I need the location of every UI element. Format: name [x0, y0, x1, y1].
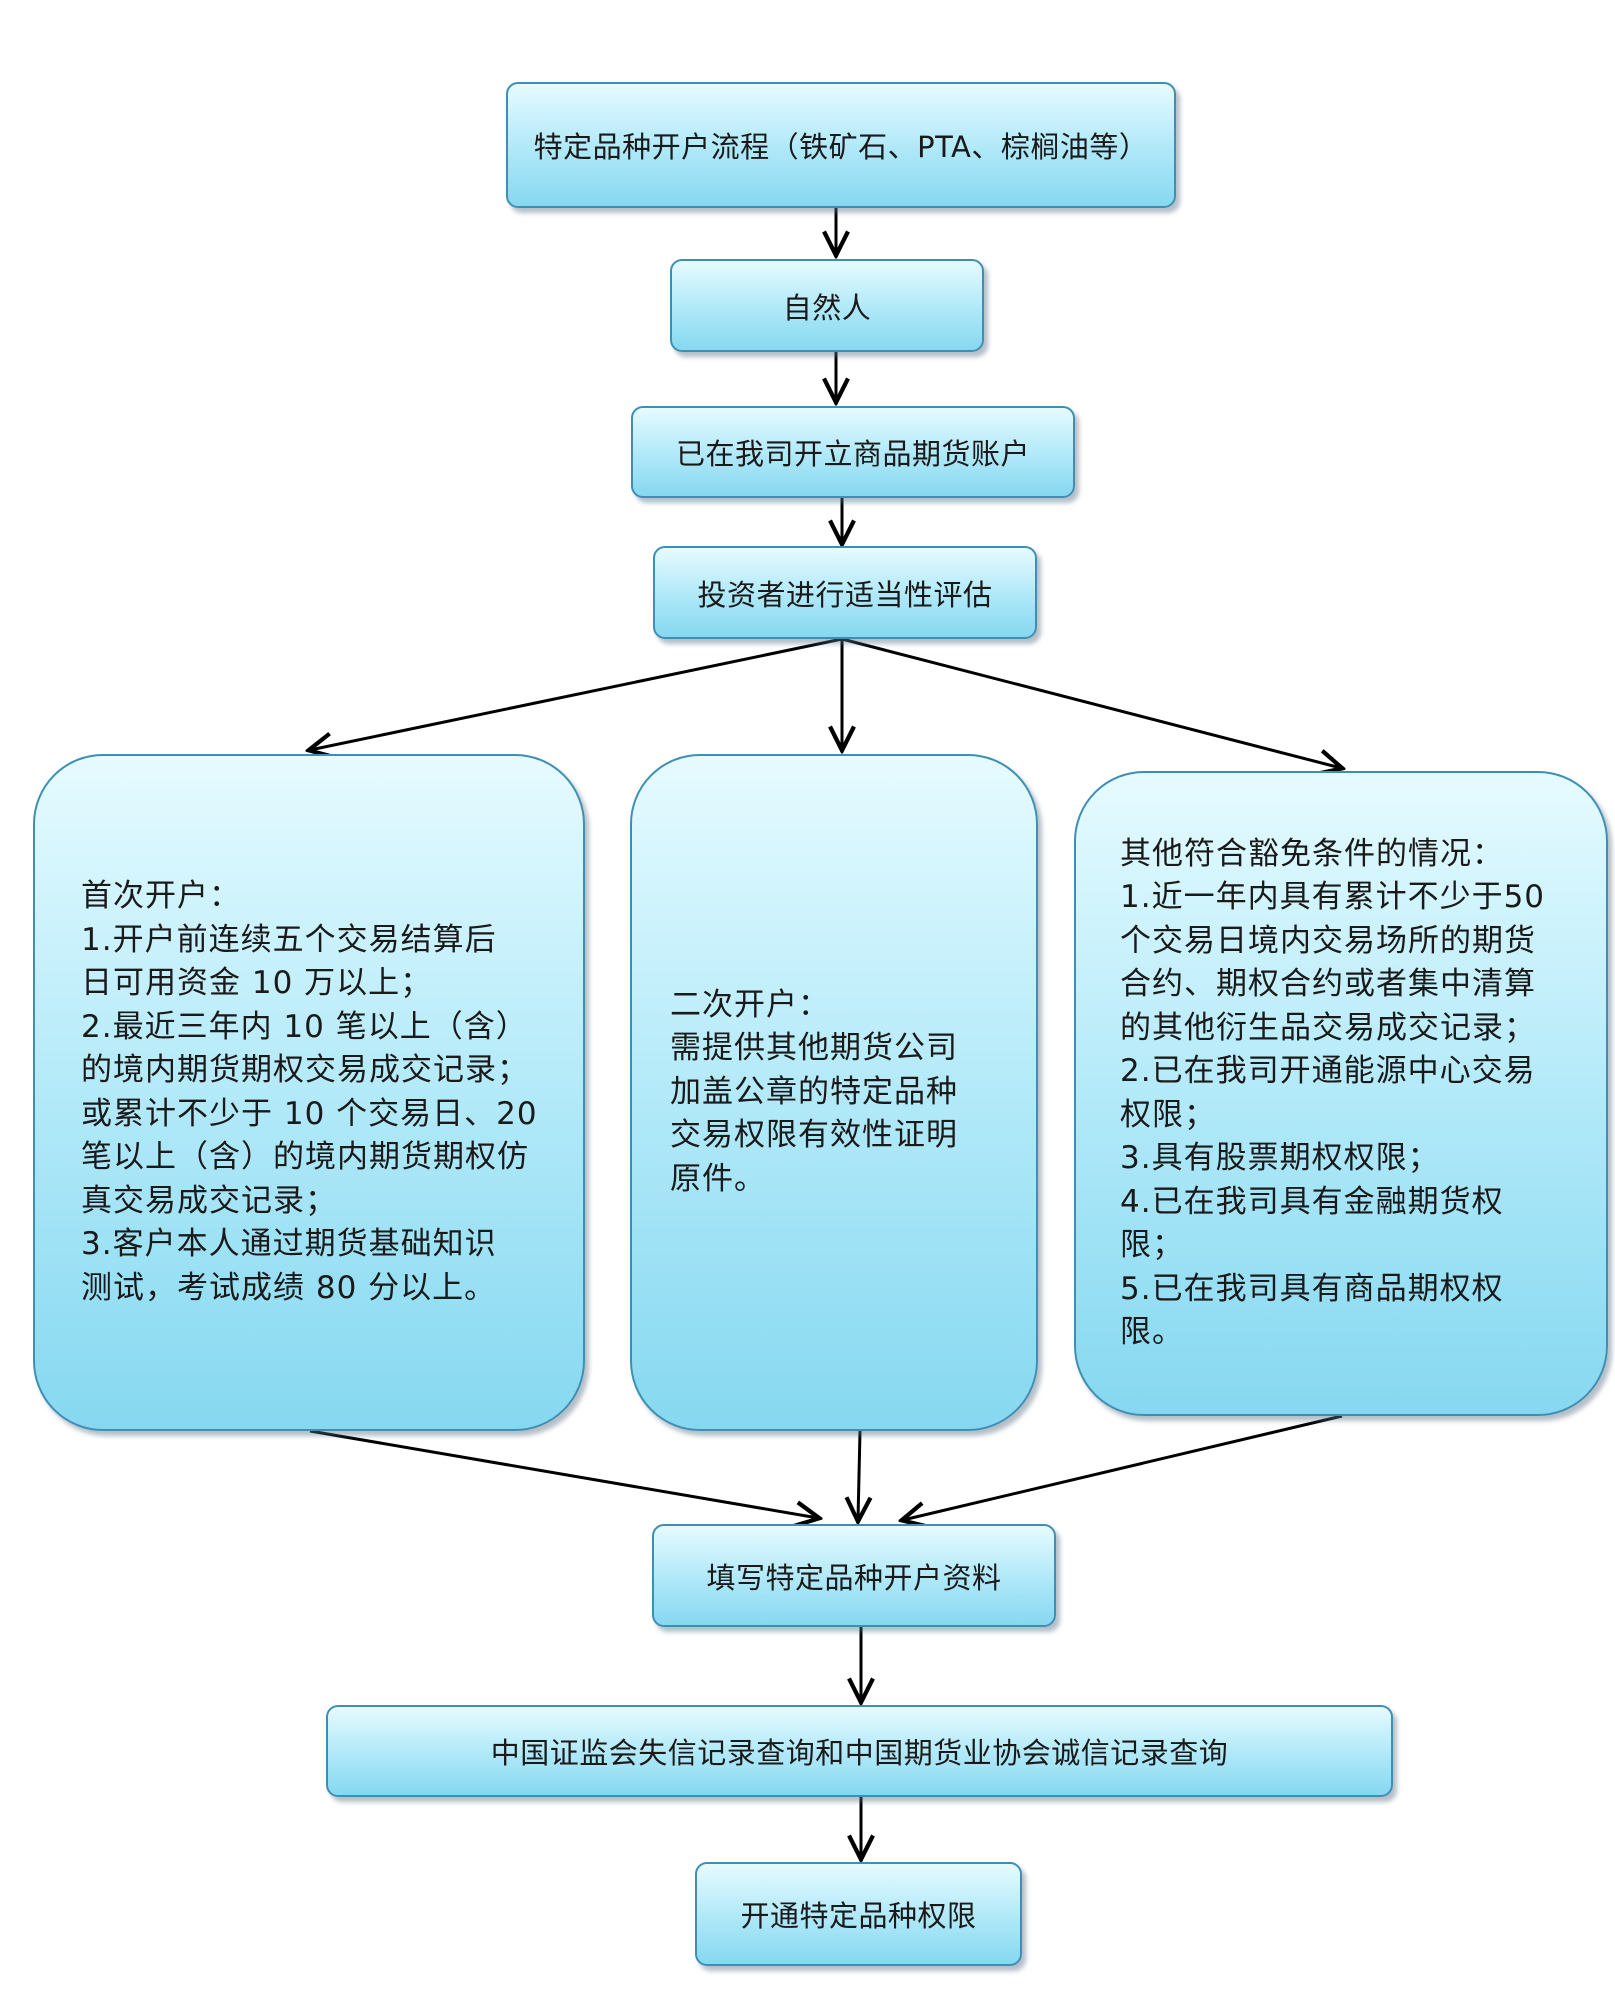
first-open-line: 2.最近三年内 10 笔以上（含） — [81, 1008, 528, 1045]
fill-forms-label: 填写特定品种开户资料 — [706, 1560, 1002, 1595]
credit-check-box: 中国证监会失信记录查询和中国期货业协会诚信记录查询 — [326, 1705, 1393, 1797]
exempt-line: 的其他衍生品交易成交记录； — [1120, 1009, 1536, 1046]
second-open-text: 二次开户： 需提供其他期货公司 加盖公章的特定品种 交易权限有效性证明 原件。 — [670, 984, 1006, 1202]
arrow-first-open-to-forms — [309, 1429, 818, 1518]
first-open-line: 笔以上（含）的境内期货期权仿 — [81, 1139, 529, 1175]
exempt-line: 限。 — [1120, 1314, 1184, 1350]
enable-box: 开通特定品种权限 — [695, 1862, 1022, 1966]
flow-title: 特定品种开户流程（铁矿石、PTA、棕榈油等） — [533, 130, 1149, 164]
arrow-second-open-to-forms — [858, 1430, 860, 1520]
first-open-line: 3.客户本人通过期货基础知识 — [81, 1226, 497, 1262]
first-open-line: 日可用资金 10 万以上； — [81, 965, 433, 1001]
enable-label: 开通特定品种权限 — [740, 1899, 977, 1933]
first-open-line: 测试，考试成绩 80 分以上。 — [81, 1269, 497, 1306]
exempt-box: 其他符合豁免条件的情况： 1.近一年内具有累计不少于50 个交易日境内交易场所的… — [1074, 771, 1608, 1416]
second-open-line: 原件。 — [670, 1160, 766, 1197]
first-open-line: 1.开户前连续五个交易结算后 — [81, 921, 497, 958]
exempt-line: 限； — [1120, 1227, 1184, 1263]
first-open-line: 真交易成交记录； — [81, 1182, 337, 1219]
existing-account-box: 已在我司开立商品期货账户 — [631, 406, 1075, 498]
first-open-text: 首次开户： 1.开户前连续五个交易结算后 日可用资金 10 万以上； 2.最近三… — [81, 875, 539, 1310]
exempt-line: 2.已在我司开通能源中心交易 — [1120, 1053, 1536, 1089]
credit-check-label: 中国证监会失信记录查询和中国期货业协会诚信记录查询 — [490, 1736, 1229, 1770]
assessment-box: 投资者进行适当性评估 — [653, 546, 1037, 639]
exempt-line: 合约、期权合约或者集中清算 — [1120, 966, 1536, 1002]
second-open-line: 加盖公章的特定品种 — [670, 1073, 958, 1110]
exempt-line: 个交易日境内交易场所的期货 — [1120, 922, 1536, 959]
arrow-exempt-to-forms — [903, 1414, 1343, 1520]
first-open-line: 或累计不少于 10 个交易日、20 — [81, 1095, 538, 1132]
exempt-line: 权限； — [1120, 1096, 1216, 1133]
first-open-box: 首次开户： 1.开户前连续五个交易结算后 日可用资金 10 万以上； 2.最近三… — [33, 754, 585, 1431]
second-open-line: 需提供其他期货公司 — [670, 1030, 958, 1067]
existing-account-label: 已在我司开立商品期货账户 — [675, 437, 1030, 471]
exempt-line: 1.近一年内具有累计不少于50 — [1120, 879, 1546, 915]
second-open-line: 交易权限有效性证明 — [670, 1117, 958, 1154]
assessment-label: 投资者进行适当性评估 — [697, 577, 993, 612]
first-open-line: 的境内期货期权交易成交记录； — [81, 1052, 529, 1088]
second-open-line: 二次开户： — [670, 986, 830, 1023]
natural-person-label: 自然人 — [782, 290, 872, 325]
arrow-assessment-to-first-open — [310, 637, 843, 750]
exempt-line: 其他符合豁免条件的情况： — [1120, 835, 1504, 872]
first-open-line: 首次开户： — [81, 878, 241, 914]
second-open-box: 二次开户： 需提供其他期货公司 加盖公章的特定品种 交易权限有效性证明 原件。 — [630, 754, 1038, 1431]
natural-person-box: 自然人 — [670, 259, 984, 352]
exempt-line: 5.已在我司具有商品期权权 — [1120, 1270, 1504, 1307]
flow-title-box: 特定品种开户流程（铁矿石、PTA、棕榈油等） — [506, 82, 1176, 208]
exempt-line: 3.具有股票期权权限； — [1120, 1140, 1440, 1176]
exempt-line: 4.已在我司具有金融期货权 — [1120, 1183, 1504, 1220]
fill-forms-box: 填写特定品种开户资料 — [652, 1524, 1056, 1627]
exempt-text: 其他符合豁免条件的情况： 1.近一年内具有累计不少于50 个交易日境内交易场所的… — [1120, 833, 1576, 1355]
arrow-assessment-to-exempt — [841, 637, 1341, 768]
